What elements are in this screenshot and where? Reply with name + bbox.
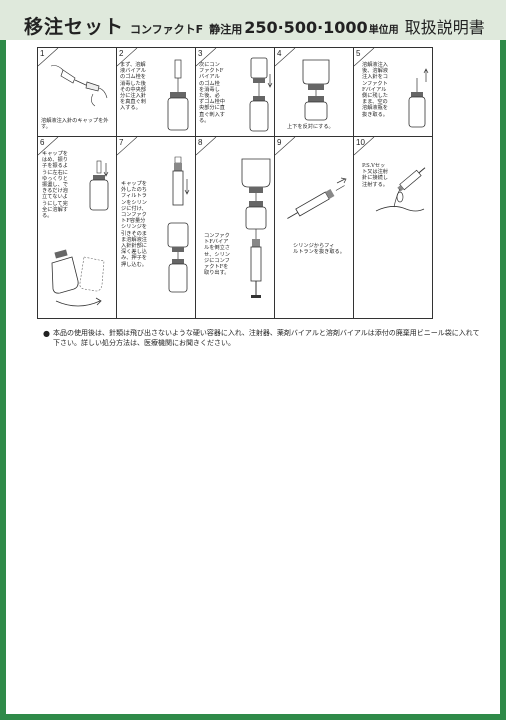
vial-needle-illustration xyxy=(167,59,189,131)
step-cell-3: 3 次にコン ファクトF バイアル のゴム栓 を消毒し た後、必 ずゴム栓中 央… xyxy=(195,47,275,137)
title-main: 移注セット xyxy=(24,16,125,38)
disposal-note-text: 本品の使用後は、針類は飛び出さないような硬い容器に入れ、注射器、薬剤バイアルと溶… xyxy=(53,329,480,347)
step-number: 5 xyxy=(356,49,361,58)
needle-cap-illustration xyxy=(50,65,108,107)
swing-vial-illustration xyxy=(51,249,105,307)
step-text: 溶解液注入 後、溶解液 注入針をコ ンファクト Fバイアル 側に残した まま、空… xyxy=(362,62,388,118)
title-sizes: 250·500·1000 xyxy=(244,18,368,37)
step-number: 4 xyxy=(277,49,282,58)
step-number: 2 xyxy=(119,49,124,58)
step-number: 9 xyxy=(277,138,282,147)
step-text: 次にコン ファクトF バイアル のゴム栓 を消毒し た後、必 ずゴム栓中 央部分… xyxy=(199,62,225,124)
step-cell-5: 5 溶解液注入 後、溶解液 注入針をコ ンファクト Fバイアル 側に残した まま… xyxy=(353,47,432,137)
step-number: 1 xyxy=(40,49,45,58)
step-text: 溶解液注入針のキャップを外す。 xyxy=(41,118,109,131)
step-cell-2: 2 まず、溶解 液バイアル のゴム栓を 消毒した後 その中央部 分に注入針 を真… xyxy=(116,47,196,137)
step-cell-1: 1 溶解液注入針のキャップを外す。 xyxy=(37,47,117,137)
step-text: P.S.Vセッ ト又は注射 針に接続し 注射する。 xyxy=(362,163,388,188)
procedure-grid: 1 溶解液注入針のキャップを外す。 2 まず、溶解 液バイアル のゴム栓を 消毒… xyxy=(37,47,433,319)
withdraw-syringe-illustration xyxy=(241,158,271,298)
step-cell-10: 10 P.S.Vセッ ト又は注射 針に接続し 注射する。 xyxy=(353,136,432,318)
title-doc: 取扱説明書 xyxy=(404,18,485,37)
step-cell-8: 8 コンファク トFバイア ルを倒立さ せ、シリン ジにコンフ ァクトFを 取り… xyxy=(195,136,275,318)
inverted-vial-illustration xyxy=(302,59,330,121)
step-number: 8 xyxy=(198,138,203,147)
double-vial-illustration xyxy=(249,57,273,132)
step-number: 3 xyxy=(198,49,203,58)
remove-bottle-illustration xyxy=(408,68,429,128)
title-product: コンファクトF xyxy=(130,23,204,36)
step-text: シリンジからフィ ルトランを抜き取る。 xyxy=(293,243,345,256)
remove-filter-illustration xyxy=(287,177,347,219)
step-text: まず、溶解 液バイアル のゴム栓を 消毒した後 その中央部 分に注入針 を真直ぐ… xyxy=(120,62,146,112)
injection-illustration xyxy=(375,167,426,212)
step-cell-7: 7 キャップを 外したのち フィルトラ ンをシリン ジに付け、 コンファク トF… xyxy=(116,136,196,318)
step-number: 6 xyxy=(40,138,45,147)
step-text: コンファク トFバイア ルを倒立さ せ、シリン ジにコンフ ァクトFを 取り出す… xyxy=(204,233,230,277)
title-unit: 単位用 xyxy=(368,25,399,36)
step-number: 7 xyxy=(119,138,124,147)
header-band xyxy=(0,0,506,40)
step-text: 上下を反対にする。 xyxy=(287,124,334,130)
step-cell-9: 9 シリンジからフィ ルトランを抜き取る。 xyxy=(274,136,354,318)
title-route: 静注用 xyxy=(209,23,243,36)
syringe-filter-illustration xyxy=(167,156,190,293)
step-cell-6: 6 キャップを はめ、振り 子を振るよ うに左右に ゆっくりと 振盪し、で きる… xyxy=(37,136,117,318)
step-number: 10 xyxy=(356,138,365,147)
step-text: キャップを はめ、振り 子を振るよ うに左右に ゆっくりと 振盪し、で きるだけ… xyxy=(42,151,68,220)
bullet-icon: ● xyxy=(43,329,50,338)
shake-vial-illustration xyxy=(89,160,109,211)
step-text: キャップを 外したのち フィルトラ ンをシリン ジに付け、 コンファク トF容量… xyxy=(121,181,147,268)
step-cell-4: 4 上下を反対にする。 xyxy=(274,47,354,137)
disposal-note: ● 本品の使用後は、針類は飛び出さないような硬い容器に入れ、注射器、薬剤バイアル… xyxy=(43,329,483,348)
